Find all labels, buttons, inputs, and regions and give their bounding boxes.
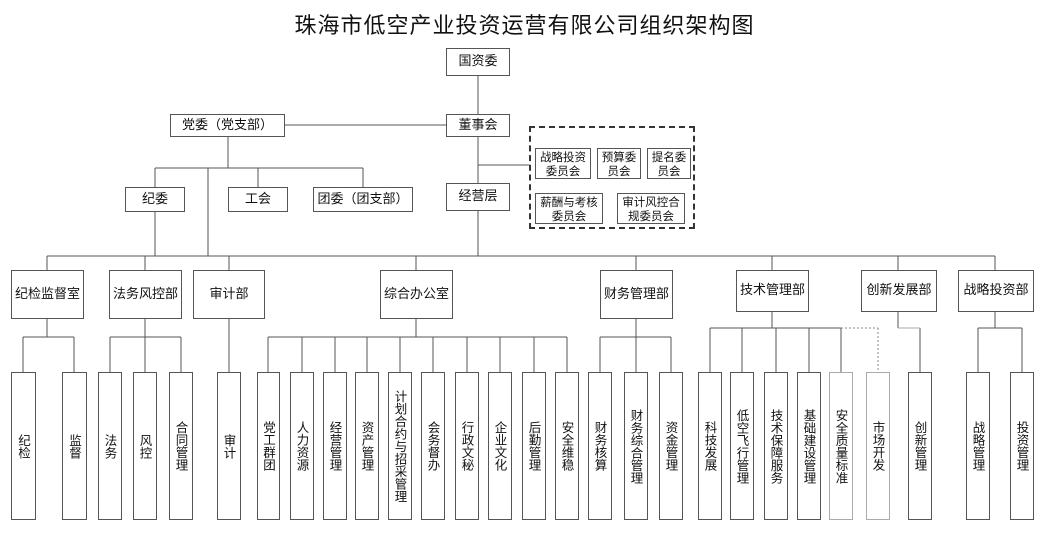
committee-strategy: 战略投资委员会: [535, 148, 591, 179]
committee-nomination: 提名委员会: [647, 148, 691, 179]
unit-fund-management: 资金管理: [659, 372, 683, 520]
unit-financial-accounting: 财务核算: [588, 372, 612, 520]
unit-infrastructure: 基础建设管理: [797, 372, 821, 520]
unit-asset-management: 资产管理: [355, 372, 379, 520]
node-discipline-committee: 纪委: [125, 187, 185, 212]
unit-risk-control: 风控: [133, 372, 157, 520]
unit-innovation-management: 创新管理: [908, 372, 932, 520]
unit-tech-support: 技术保障服务: [764, 372, 788, 520]
dept-strategic-investment: 战略投资部: [958, 270, 1034, 312]
node-union: 工会: [228, 187, 288, 212]
unit-safety-quality: 安全质量标准: [829, 372, 853, 520]
unit-meeting-supervision: 会务督办: [421, 372, 445, 520]
unit-security-stability: 安全维稳: [555, 372, 579, 520]
unit-low-altitude-flight: 低空飞行管理: [730, 372, 754, 520]
unit-investment-management: 投资管理: [1010, 372, 1034, 520]
unit-finance-general: 财务综合管理: [624, 372, 648, 520]
node-board: 董事会: [446, 114, 510, 137]
dept-finance: 财务管理部: [600, 270, 673, 319]
committee-budget: 预算委员会: [597, 148, 641, 179]
committee-salary: 薪酬与考核委员会: [535, 193, 603, 224]
unit-party-mass: 党工群团: [257, 372, 280, 520]
unit-discipline-inspection: 纪检: [11, 372, 36, 520]
unit-operations-management: 经营管理: [323, 372, 347, 520]
unit-contract-procurement: 计划合约与招采管理: [388, 372, 412, 520]
node-management: 经营层: [446, 183, 510, 211]
dept-legal-risk: 法务风控部: [109, 270, 182, 319]
chart-title: 珠海市低空产业投资运营有限公司组织架构图: [294, 14, 755, 39]
committee-audit-risk: 审计风控合规委员会: [617, 193, 685, 224]
unit-audit: 审计: [217, 372, 241, 520]
dept-general-office: 综合办公室: [380, 270, 453, 319]
unit-tech-development: 科技发展: [698, 372, 722, 520]
node-guozi: 国资委: [446, 48, 510, 76]
node-youth-league: 团委（团支部）: [313, 187, 413, 212]
unit-logistics: 后勤管理: [522, 372, 546, 520]
board-committees-frame: [529, 126, 695, 229]
dept-discipline-office: 纪检监督室: [11, 270, 84, 319]
node-party-committee: 党委（党支部）: [170, 114, 285, 137]
unit-human-resources: 人力资源: [290, 372, 314, 520]
unit-administration: 行政文秘: [455, 372, 479, 520]
unit-corporate-culture: 企业文化: [488, 372, 512, 520]
dept-audit: 审计部: [193, 270, 265, 319]
unit-strategy-management: 战略管理: [966, 372, 990, 520]
dept-technology: 技术管理部: [736, 270, 809, 312]
dept-innovation: 创新发展部: [861, 270, 937, 312]
unit-contract-management: 合同管理: [169, 372, 193, 520]
unit-supervision: 监督: [62, 372, 87, 520]
unit-market-development: 市场开发: [866, 372, 890, 520]
unit-legal: 法务: [98, 372, 122, 520]
